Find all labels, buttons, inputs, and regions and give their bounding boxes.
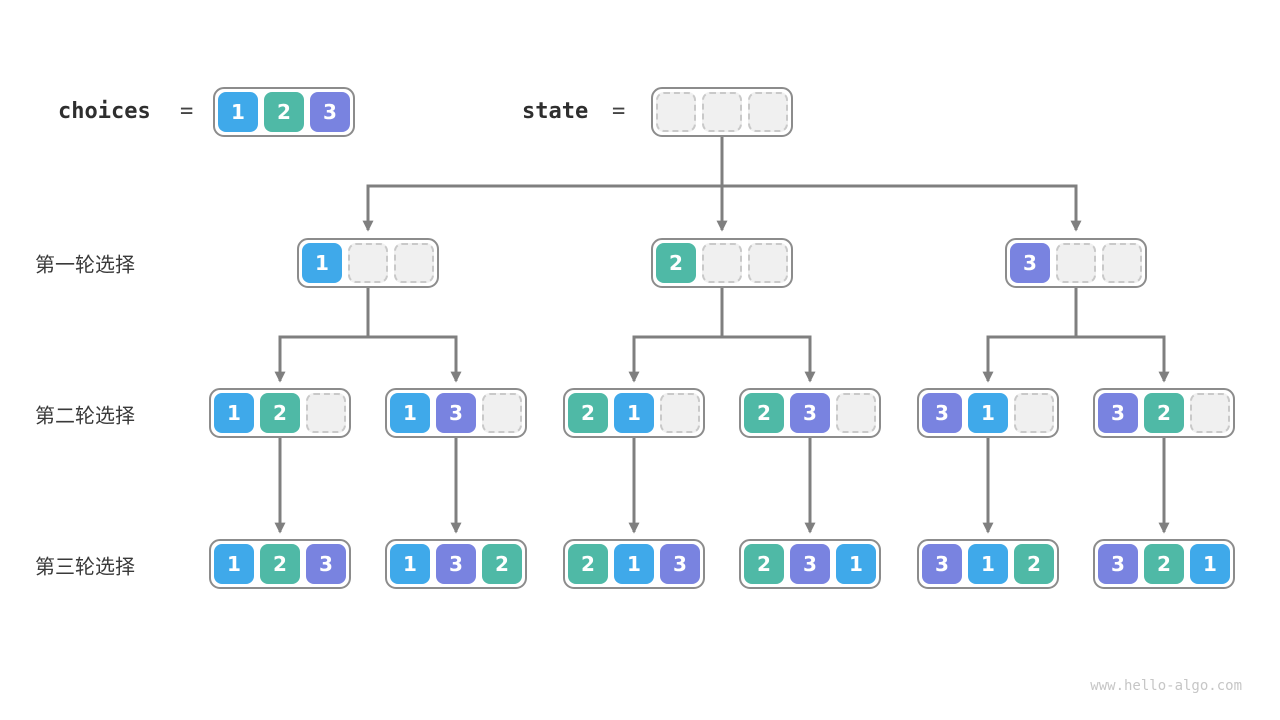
choice-cell-2: 2 <box>1144 393 1184 433</box>
choice-cell-2: 2 <box>744 544 784 584</box>
empty-cell <box>1056 243 1096 283</box>
choice-cell-3: 3 <box>1010 243 1050 283</box>
choice-cell-2: 2 <box>1014 544 1054 584</box>
empty-cell <box>702 243 742 283</box>
row-label-round-1: 第一轮选择 <box>35 254 135 277</box>
choice-cell-3: 3 <box>660 544 700 584</box>
choice-cell-1: 1 <box>302 243 342 283</box>
empty-cell <box>1190 393 1230 433</box>
choice-cell-1: 1 <box>218 92 258 132</box>
choice-cell-1: 1 <box>614 393 654 433</box>
choice-cell-1: 1 <box>968 393 1008 433</box>
watermark: www.hello-algo.com <box>1090 678 1242 694</box>
empty-cell <box>1102 243 1142 283</box>
choice-cell-2: 2 <box>656 243 696 283</box>
choice-cell-2: 2 <box>568 393 608 433</box>
empty-cell <box>348 243 388 283</box>
choice-cell-3: 3 <box>790 393 830 433</box>
choice-cell-3: 3 <box>1098 393 1138 433</box>
empty-cell <box>482 393 522 433</box>
choice-cell-1: 1 <box>390 393 430 433</box>
state-equals-sign: = <box>612 99 626 124</box>
choice-cell-3: 3 <box>1098 544 1138 584</box>
choice-cell-3: 3 <box>922 393 962 433</box>
choice-cell-3: 3 <box>922 544 962 584</box>
empty-cell <box>836 393 876 433</box>
choice-cell-3: 3 <box>436 544 476 584</box>
choice-cell-1: 1 <box>614 544 654 584</box>
empty-cell <box>660 393 700 433</box>
choice-cell-1: 1 <box>214 544 254 584</box>
empty-cell <box>394 243 434 283</box>
state-node-round1-2: 2 <box>651 238 793 288</box>
state-node-round1-3: 3 <box>1005 238 1147 288</box>
choice-cell-1: 1 <box>968 544 1008 584</box>
choice-cell-1: 1 <box>214 393 254 433</box>
choice-cell-1: 1 <box>1190 544 1230 584</box>
choice-cell-2: 2 <box>568 544 608 584</box>
row-label-round-2: 第二轮选择 <box>35 405 135 428</box>
choice-cell-3: 3 <box>310 92 350 132</box>
empty-cell <box>748 92 788 132</box>
row-label-round-3: 第三轮选择 <box>35 556 135 579</box>
empty-cell <box>306 393 346 433</box>
empty-cell <box>748 243 788 283</box>
choice-cell-2: 2 <box>482 544 522 584</box>
choice-cell-3: 3 <box>436 393 476 433</box>
choice-cell-1: 1 <box>836 544 876 584</box>
empty-cell <box>702 92 742 132</box>
choice-cell-3: 3 <box>790 544 830 584</box>
empty-cell <box>1014 393 1054 433</box>
state-node-round1-1: 1 <box>297 238 439 288</box>
choice-cell-2: 2 <box>260 393 300 433</box>
state-array <box>651 87 793 137</box>
choice-cell-2: 2 <box>264 92 304 132</box>
choice-cell-1: 1 <box>390 544 430 584</box>
choice-cell-2: 2 <box>260 544 300 584</box>
empty-cell <box>656 92 696 132</box>
choice-cell-2: 2 <box>744 393 784 433</box>
choices-label: choices <box>58 99 151 124</box>
choice-cell-2: 2 <box>1144 544 1184 584</box>
choice-cell-3: 3 <box>306 544 346 584</box>
state-label: state <box>522 99 589 124</box>
choices-equals-sign: = <box>180 99 194 124</box>
